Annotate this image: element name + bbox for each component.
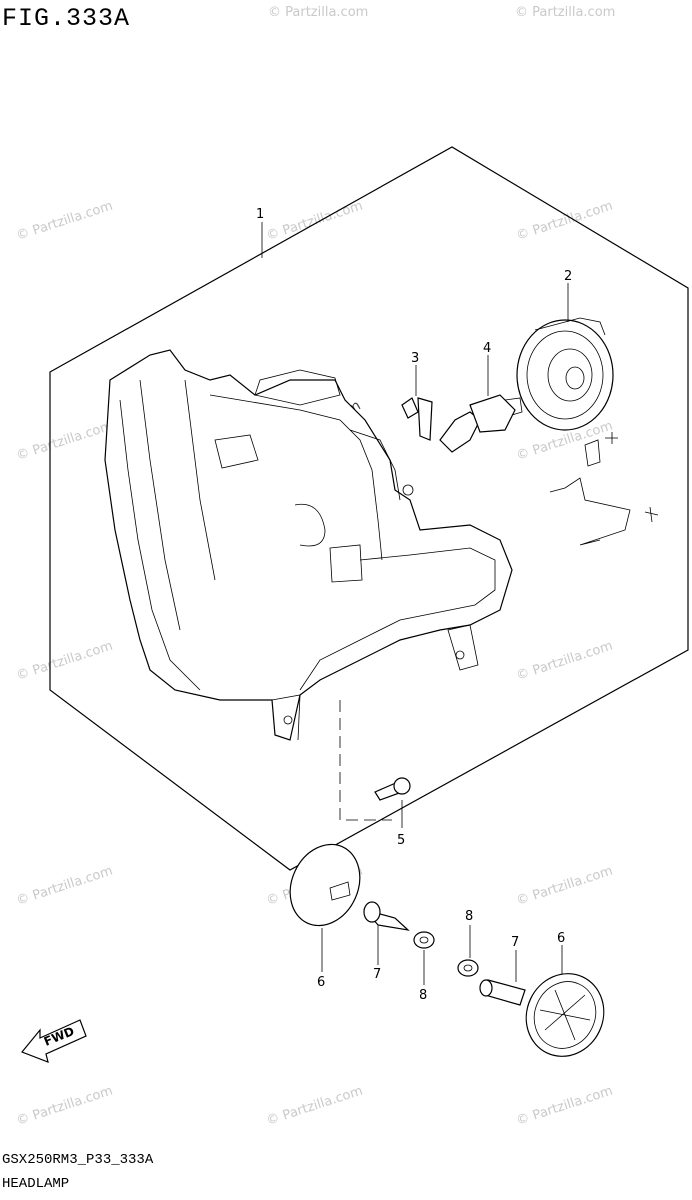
figure-code: GSX250RM3_P33_333A (2, 1152, 154, 1168)
bulb-socket (401, 397, 433, 441)
callout-5: 5 (397, 833, 405, 848)
callout-4: 4 (483, 341, 491, 356)
clip-and-screws (549, 432, 659, 546)
callout-2: 2 (564, 269, 572, 284)
callout-labels: 1 2 3 4 5 6 7 8 8 7 6 (256, 207, 572, 1003)
watermark: © Partzilla.com (265, 199, 365, 244)
watermark: © Partzilla.com (515, 1084, 615, 1129)
callout-8-left: 8 (419, 988, 427, 1003)
watermark: © Partzilla.com (515, 864, 615, 909)
callout-3: 3 (411, 351, 419, 366)
figure-title: FIG.333A (2, 4, 131, 33)
callout-7-right: 7 (511, 935, 519, 950)
collar-left (363, 901, 410, 931)
callout-6-left: 6 (317, 975, 325, 990)
figure-name: HEADLAMP (2, 1176, 70, 1192)
watermark: © Partzilla.com (515, 199, 615, 244)
watermark: © Partzilla.com (515, 5, 615, 20)
watermark: © Partzilla.com (15, 639, 115, 684)
watermark: © Partzilla.com (265, 1084, 365, 1129)
watermark: © Partzilla.com (15, 199, 115, 244)
assembly-boundary (49, 146, 689, 871)
watermark: © Partzilla.com (15, 1084, 115, 1129)
watermark: © Partzilla.com (15, 419, 115, 464)
grommet-left (289, 843, 361, 927)
socket-cover (516, 317, 614, 431)
watermark: © Partzilla.com (515, 639, 615, 684)
callout-1: 1 (256, 207, 264, 222)
screw-5 (374, 777, 411, 801)
watermark: © Partzilla.com (268, 5, 368, 20)
watermark: © Partzilla.com (15, 864, 115, 909)
callout-6-right: 6 (557, 931, 565, 946)
callout-8-right: 8 (465, 909, 473, 924)
callout-7-left: 7 (373, 967, 381, 982)
washer-right (457, 959, 479, 977)
fwd-arrow: FWD (21, 1019, 87, 1063)
headlamp-housing (104, 349, 513, 741)
washer-left (413, 931, 435, 949)
collar-right (479, 979, 526, 1006)
bulb (439, 394, 523, 453)
reflector-right (525, 973, 605, 1057)
